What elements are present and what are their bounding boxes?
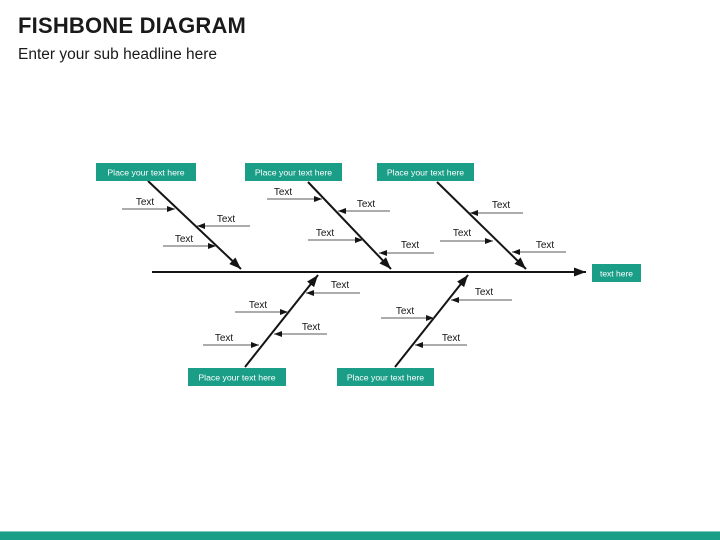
sub-arrow-label[interactable]: Text [316,228,335,239]
cause-box-bottom-2[interactable]: Place your text here [337,368,434,386]
cause-box-top-1[interactable]: Place your text here [96,163,196,181]
page-subtitle[interactable]: Enter your sub headline here [18,46,218,64]
cause-box-label: Place your text here [107,168,184,178]
effect-box-label: text here [600,269,633,279]
sub-arrow-label[interactable]: Text [217,214,236,225]
top-branch-3-line [436,181,527,270]
bottom-branch-1-line [244,274,319,368]
sub-arrow-label[interactable]: Text [396,306,415,317]
sub-arrow-label[interactable]: Text [215,333,234,344]
sub-arrow-label[interactable]: Text [136,197,155,208]
sub-arrow-label[interactable]: Text [331,280,350,291]
slide-footer-bar [0,531,720,540]
cause-box-label: Place your text here [198,373,275,383]
cause-box-bottom-1[interactable]: Place your text here [188,368,286,386]
sub-arrow-label[interactable]: Text [536,240,555,251]
sub-arrow-label[interactable]: Text [401,240,420,251]
cause-box-top-3[interactable]: Place your text here [377,163,474,181]
top-branch-2-line [307,181,392,270]
slide-header: FISHBONE DIAGRAM Enter your sub headline… [18,13,246,65]
cause-box-top-2[interactable]: Place your text here [245,163,342,181]
sub-arrow-label[interactable]: Text [175,234,194,245]
cause-box-label: Place your text here [255,168,332,178]
cause-box-label: Place your text here [347,373,424,383]
sub-arrow-label[interactable]: Text [453,228,472,239]
bottom-branch-2-line [394,274,469,368]
cause-box-label: Place your text here [387,168,464,178]
sub-arrow-label[interactable]: Text [249,300,268,311]
sub-arrow-label[interactable]: Text [442,333,461,344]
effect-box[interactable]: text here [592,264,641,282]
sub-arrow-label[interactable]: Text [492,200,511,211]
sub-arrow-label[interactable]: Text [302,322,321,333]
sub-arrow-label[interactable]: Text [357,199,376,210]
page-title[interactable]: FISHBONE DIAGRAM [18,13,247,38]
top-branch-1-line [147,180,242,270]
sub-arrow-label[interactable]: Text [475,287,494,298]
sub-arrow-label[interactable]: Text [274,187,293,198]
